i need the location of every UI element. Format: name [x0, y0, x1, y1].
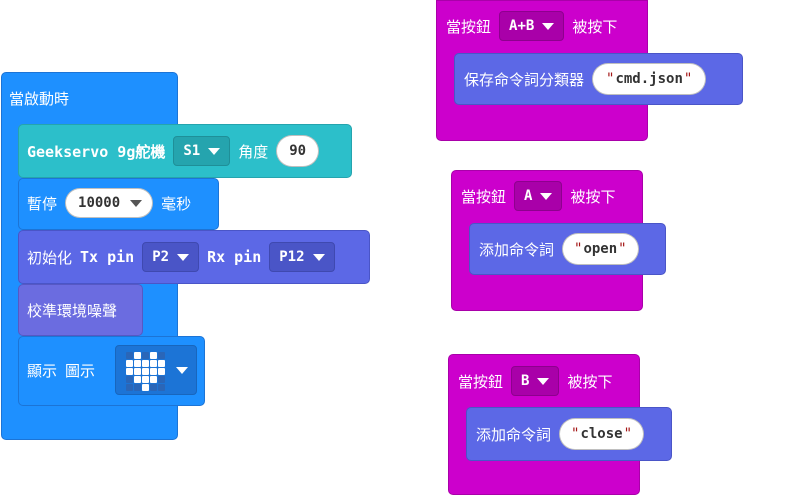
add-command-close-value: close: [580, 426, 623, 442]
pause-row: 暫停 10000 毫秒: [27, 188, 191, 218]
led-cell: [126, 352, 133, 359]
button-b-header: 當按鈕 B 被按下: [458, 366, 612, 396]
on-start-label: 當啟動時: [9, 90, 70, 108]
led-cell: [134, 368, 141, 375]
button-ab-suffix: 被按下: [572, 17, 618, 36]
chevron-down-icon: [208, 147, 221, 155]
quote-open: ": [574, 241, 583, 257]
pause-duration-dropdown[interactable]: 10000: [65, 188, 154, 218]
calibrate-noise-block[interactable]: [18, 284, 143, 336]
calibrate-row: 校準環境噪聲: [27, 300, 117, 321]
led-cell: [158, 384, 165, 391]
led-cell: [134, 352, 141, 359]
led-cell: [142, 360, 149, 367]
save-classifier-label: 保存命令詞分類器: [464, 70, 585, 89]
chevron-down-icon: [177, 253, 190, 261]
button-b-dropdown[interactable]: B: [511, 366, 560, 396]
button-a-suffix: 被按下: [570, 187, 616, 206]
led-cell: [150, 384, 157, 391]
button-ab-header: 當按鈕 A+B 被按下: [446, 11, 617, 41]
led-cell: [158, 376, 165, 383]
led-cell: [158, 368, 165, 375]
led-cell: [150, 360, 157, 367]
pause-unit-label: 毫秒: [161, 194, 192, 213]
calibrate-label: 校準環境噪聲: [27, 302, 118, 320]
led-cell: [158, 360, 165, 367]
quote-open: ": [571, 426, 580, 442]
led-cell: [134, 360, 141, 367]
chevron-down-icon: [542, 22, 555, 30]
chevron-down-icon: [540, 192, 553, 200]
init-tx-value: P2: [152, 249, 170, 265]
quote-close: ": [623, 426, 633, 442]
chevron-down-icon: [130, 199, 143, 207]
add-command-close-label: 添加命令詞: [476, 425, 552, 444]
button-a-dropdown[interactable]: A: [514, 181, 563, 211]
save-classifier-filename: cmd.json: [615, 71, 683, 87]
add-command-open-row: 添加命令詞 " open ": [479, 233, 639, 265]
button-b-suffix: 被按下: [567, 372, 613, 391]
pause-duration-value: 10000: [78, 195, 121, 211]
show-icon-label: 圖示: [65, 362, 96, 380]
init-label: 初始化: [27, 248, 73, 267]
led-cell: [126, 384, 133, 391]
button-a-value: A: [524, 188, 533, 204]
chevron-down-icon: [312, 253, 325, 261]
led-cell: [142, 368, 149, 375]
save-classifier-row: 保存命令詞分類器 " cmd.json ": [464, 63, 707, 95]
add-command-close-row: 添加命令詞 " close ": [476, 418, 645, 450]
button-b-prefix: 當按鈕: [458, 372, 504, 391]
quote-close: ": [618, 241, 627, 257]
led-cell: [150, 352, 157, 359]
button-a-prefix: 當按鈕: [461, 187, 507, 206]
init-row: 初始化 Tx pin P2 Rx pin P12: [27, 242, 335, 272]
button-ab-prefix: 當按鈕: [446, 17, 492, 36]
button-ab-dropdown[interactable]: A+B: [499, 11, 565, 41]
chevron-down-icon: [176, 367, 188, 374]
pause-label: 暫停: [27, 194, 58, 213]
add-command-close-input[interactable]: " close ": [559, 418, 645, 450]
led-cell: [134, 376, 141, 383]
servo-label: Geekservo 9g舵機: [27, 142, 166, 161]
show-icon-row: 顯示 圖示: [27, 360, 95, 381]
chevron-down-icon: [537, 377, 550, 385]
add-command-open-label: 添加命令詞: [479, 240, 555, 259]
servo-angle-label: 角度: [238, 142, 269, 161]
button-ab-value: A+B: [509, 18, 535, 34]
led-cell: [142, 376, 149, 383]
led-cell: [142, 384, 149, 391]
add-command-open-value: open: [583, 241, 618, 257]
led-cell: [150, 368, 157, 375]
add-command-open-input[interactable]: " open ": [562, 233, 639, 265]
init-rx-value: P12: [279, 249, 305, 265]
servo-angle-input[interactable]: 90: [276, 135, 320, 167]
led-cell: [126, 376, 133, 383]
button-b-value: B: [521, 373, 530, 389]
servo-port-dropdown[interactable]: S1: [173, 136, 231, 166]
led-cell: [158, 352, 165, 359]
save-classifier-filename-input[interactable]: " cmd.json ": [592, 63, 707, 95]
led-cell: [126, 368, 133, 375]
led-cell: [142, 352, 149, 359]
heart-icon: [126, 352, 165, 391]
led-cell: [134, 384, 141, 391]
init-rx-dropdown[interactable]: P12: [269, 242, 335, 272]
servo-port-value: S1: [183, 143, 201, 159]
init-tx-dropdown[interactable]: P2: [142, 242, 200, 272]
show-label: 顯示: [27, 362, 58, 380]
button-a-header: 當按鈕 A 被按下: [461, 181, 615, 211]
led-cell: [150, 376, 157, 383]
on-start-header: 當啟動時: [9, 88, 69, 109]
servo-row: Geekservo 9g舵機 S1 角度 90: [27, 135, 320, 167]
icon-picker-dropdown[interactable]: [115, 345, 197, 395]
quote-close: ": [683, 71, 693, 87]
quote-open: ": [606, 71, 615, 87]
init-rx-label: Rx pin: [207, 248, 262, 266]
init-tx-label: Tx pin: [80, 248, 135, 266]
led-cell: [126, 360, 133, 367]
